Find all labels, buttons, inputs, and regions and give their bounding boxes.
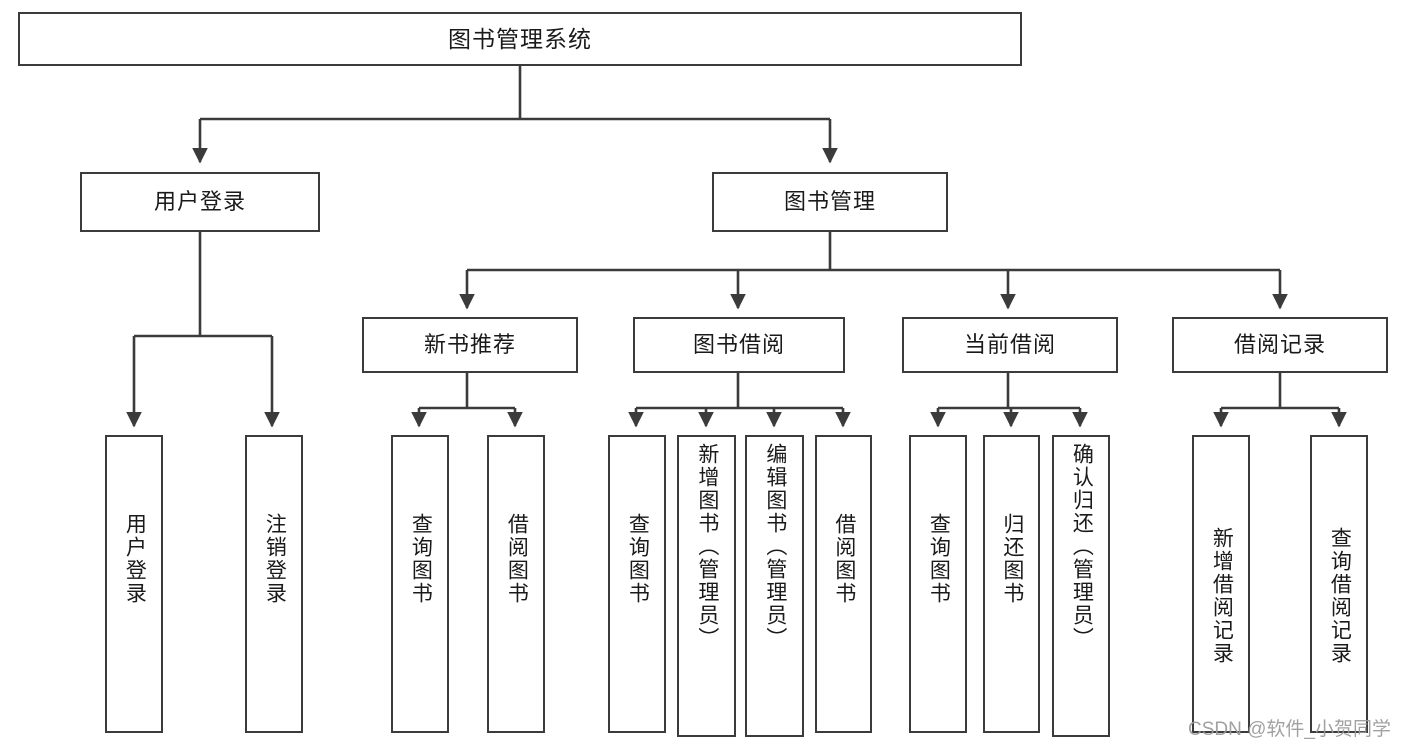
node-leaf-confirm-return-admin[interactable]: 确认归还（管理员） <box>1052 435 1110 737</box>
node-label: 借阅图书 <box>832 513 856 605</box>
node-leaf-return-book[interactable]: 归还图书 <box>983 435 1040 733</box>
node-label: 查询借阅记录 <box>1328 527 1352 665</box>
node-label: 图书借阅 <box>692 332 785 358</box>
node-book-management-system[interactable]: 图书管理系统 <box>18 12 1022 66</box>
node-book-management[interactable]: 图书管理 <box>712 172 948 232</box>
node-leaf-query-borrow-record[interactable]: 查询借阅记录 <box>1310 435 1368 733</box>
node-label: 用户登录 <box>153 189 246 215</box>
node-leaf-query-book-1[interactable]: 查询图书 <box>391 435 449 733</box>
node-label: 编辑图书（管理员） <box>763 443 787 650</box>
node-leaf-add-borrow-record[interactable]: 新增借阅记录 <box>1192 435 1250 733</box>
node-leaf-borrow-book-2[interactable]: 借阅图书 <box>815 435 872 733</box>
node-user-login[interactable]: 用户登录 <box>80 172 320 232</box>
node-label: 注销登录 <box>263 513 287 605</box>
node-label: 归还图书 <box>1000 513 1024 605</box>
node-leaf-borrow-book-1[interactable]: 借阅图书 <box>487 435 545 733</box>
node-label: 新书推荐 <box>423 332 516 358</box>
node-label: 当前借阅 <box>963 332 1056 358</box>
node-label: 新增借阅记录 <box>1210 527 1234 665</box>
node-leaf-query-book-2[interactable]: 查询图书 <box>608 435 666 733</box>
node-label: 用户登录 <box>123 513 147 605</box>
node-leaf-query-book-3[interactable]: 查询图书 <box>909 435 967 733</box>
node-current-borrow[interactable]: 当前借阅 <box>902 317 1118 373</box>
node-leaf-user-login[interactable]: 用户登录 <box>105 435 163 733</box>
node-borrow-record[interactable]: 借阅记录 <box>1172 317 1388 373</box>
node-label: 借阅图书 <box>505 513 529 605</box>
node-leaf-edit-book-admin[interactable]: 编辑图书（管理员） <box>745 435 804 737</box>
node-label: 新增图书（管理员） <box>695 443 719 650</box>
node-new-book-recommend[interactable]: 新书推荐 <box>362 317 578 373</box>
node-label: 查询图书 <box>409 513 433 605</box>
node-label: 查询图书 <box>626 513 650 605</box>
node-leaf-add-book-admin[interactable]: 新增图书（管理员） <box>677 435 736 737</box>
node-book-borrow[interactable]: 图书借阅 <box>633 317 845 373</box>
node-label: 确认归还（管理员） <box>1070 443 1094 650</box>
node-label: 图书管理 <box>783 189 876 215</box>
node-leaf-logout-login[interactable]: 注销登录 <box>245 435 303 733</box>
node-label: 图书管理系统 <box>448 25 592 52</box>
csdn-watermark: CSDN @软件_小贺同学 <box>1188 719 1391 740</box>
node-label: 查询图书 <box>927 513 951 605</box>
node-label: 借阅记录 <box>1233 332 1326 358</box>
